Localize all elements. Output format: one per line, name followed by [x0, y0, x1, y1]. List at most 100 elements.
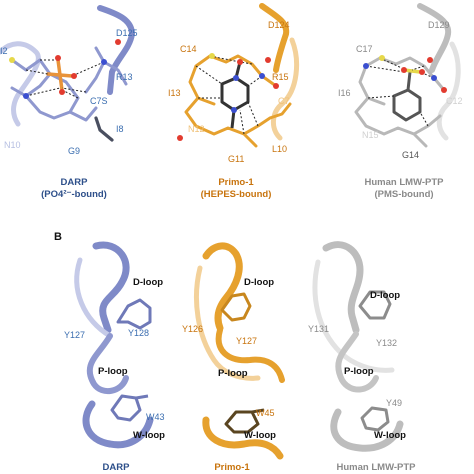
residue-label: Y127 — [64, 330, 85, 340]
primo-d-loop-faded — [193, 265, 261, 381]
human-p-loop-label: P-loop — [344, 366, 374, 377]
darp-d-loop-label: D-loop — [133, 277, 163, 288]
residue-label: G14 — [402, 150, 419, 160]
human-loops-structure — [312, 241, 404, 452]
darp-bottom-caption: DARP — [103, 462, 131, 473]
primo-oxygen-atom — [265, 57, 271, 63]
primo-hepes-ring — [220, 61, 250, 129]
residue-label: Y132 — [376, 338, 397, 348]
darp-w-loop-tube — [82, 400, 154, 449]
darp-oxygen-atom — [55, 55, 61, 61]
residue-label: G11 — [228, 154, 244, 164]
residue-label: N12 — [188, 124, 205, 134]
residue-label: W45 — [256, 408, 275, 418]
human-caption-ligand: (PMS-bound) — [374, 189, 433, 200]
human-w-loop-tube — [330, 408, 404, 452]
darp-caption-ligand: (PO4²⁻-bound) — [41, 189, 107, 200]
residue-label: C7 — [278, 96, 290, 106]
residue-label: G9 — [68, 146, 80, 156]
darp-p-loop-tube — [86, 333, 129, 395]
residue-label: Y127 — [236, 336, 257, 346]
human-p-loop-tube — [335, 331, 379, 393]
primo-y127-sidechain — [220, 292, 252, 322]
residue-label: C7S — [90, 96, 108, 106]
primo-nitrogen-atom — [233, 75, 239, 81]
darp-dark-stick — [94, 116, 114, 142]
primo-sticks — [184, 54, 292, 148]
primo-oxygen-atom — [177, 135, 183, 141]
residue-label: N15 — [362, 130, 379, 140]
human-oxygen-atom — [401, 67, 407, 73]
residue-label: C17 — [356, 44, 373, 54]
human-y49-sidechain — [360, 406, 390, 432]
darp-backbone-tube — [97, 5, 136, 95]
darp-oxygen-atom — [71, 73, 77, 79]
primo-p-loop-label: P-loop — [218, 368, 248, 379]
darp-d-loop-tube — [92, 241, 130, 334]
human-oxygen-atom — [419, 69, 425, 75]
primo-d-loop-tube — [202, 242, 243, 332]
human-y132-sidechain — [358, 290, 392, 320]
darp-oxygen-atom — [59, 89, 65, 95]
human-w-loop-label: W-loop — [374, 430, 406, 441]
human-d-loop-faded — [312, 259, 395, 373]
darp-backbone-faded — [0, 41, 41, 127]
primo-bottom-caption: Primo-1 — [214, 462, 250, 473]
primo-active-site — [177, 3, 300, 148]
human-oxygen-atom — [441, 87, 447, 93]
darp-d-loop-faded — [74, 257, 113, 339]
residue-label: I8 — [116, 124, 124, 134]
primo-backbone-tube — [259, 3, 290, 73]
primo-d-loop-label: D-loop — [244, 277, 274, 288]
human-bottom-caption: Human LMW-PTP — [337, 462, 417, 473]
human-pms-ring — [392, 71, 422, 122]
residue-label: R15 — [272, 72, 289, 82]
residue-label: Y131 — [308, 324, 329, 334]
primo-w-loop-label: W-loop — [244, 430, 276, 441]
residue-label: D124 — [268, 20, 290, 30]
darp-nitrogen-atom — [23, 93, 29, 99]
darp-nitrogen-atom — [101, 59, 107, 65]
human-caption-name: Human LMW-PTP — [365, 177, 445, 188]
darp-sulfur-atom — [9, 57, 15, 63]
human-d-loop-label: D-loop — [370, 290, 400, 301]
primo-sulfur-atom — [209, 53, 215, 59]
darp-p-loop-label: P-loop — [98, 366, 128, 377]
residue-label: L10 — [272, 144, 287, 154]
primo-nitrogen-atom — [259, 73, 265, 79]
darp-phosphate-stick — [46, 72, 74, 78]
human-sulfur-atom — [379, 55, 385, 61]
residue-label: C14 — [180, 44, 197, 54]
residue-label: Y126 — [182, 324, 203, 334]
human-d-loop-tube — [322, 241, 364, 334]
darp-y128-sidechain — [116, 298, 152, 330]
primo-oxygen-atom — [237, 59, 243, 65]
darp-caption-name: DARP — [61, 177, 89, 188]
human-nitrogen-atom — [431, 75, 437, 81]
human-nitrogen-atom — [363, 63, 369, 69]
human-sticks — [354, 56, 446, 148]
residue-label: D129 — [428, 20, 450, 30]
darp-loops-structure — [74, 241, 154, 449]
primo-backbone-faded — [271, 37, 300, 141]
residue-label: C12 — [446, 96, 463, 106]
residue-label: I2 — [0, 46, 8, 56]
primo-p-loop-tube — [215, 327, 285, 383]
residue-label: D125 — [116, 28, 138, 38]
primo-nitrogen-atom — [231, 107, 237, 113]
primo-caption-ligand: (HEPES-bound) — [201, 189, 272, 200]
residue-label: I13 — [168, 88, 181, 98]
darp-w-loop-label: W-loop — [133, 430, 165, 441]
primo-w-loop-tube — [202, 416, 284, 460]
human-backbone-tube — [417, 3, 452, 73]
darp-w43-sidechain — [110, 394, 149, 422]
human-oxygen-atom — [427, 57, 433, 63]
primo-hbond-dashes — [195, 55, 263, 135]
human-active-site — [354, 3, 461, 148]
primo-caption-name: Primo-1 — [218, 177, 254, 188]
primo-loops-structure — [193, 242, 285, 460]
human-backbone-faded — [436, 41, 461, 141]
primo-w45-sidechain — [224, 408, 265, 434]
residue-label: R13 — [116, 72, 133, 82]
